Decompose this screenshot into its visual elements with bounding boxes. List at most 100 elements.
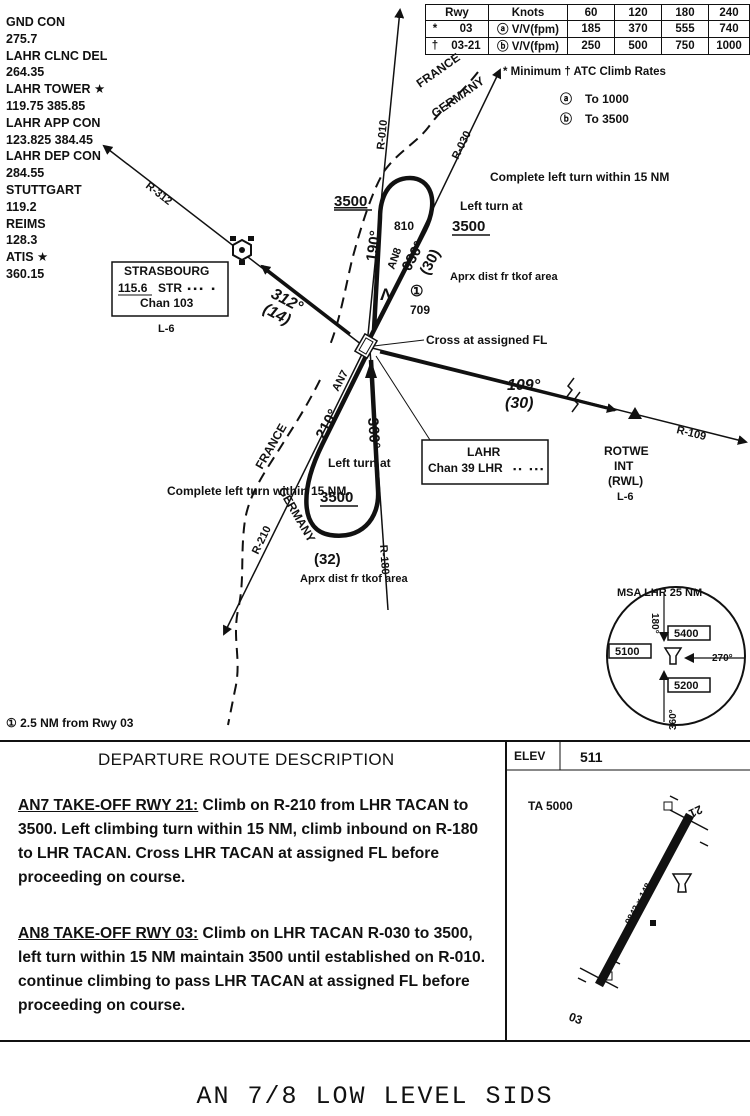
msa-bearing-270: 270°: [712, 653, 733, 664]
taxiway-stub: [577, 795, 709, 983]
an8-aprx-dist: Aprx dist fr tkof area: [450, 271, 558, 283]
rotwe-course: 109°: [507, 377, 541, 394]
row-value: 1000: [708, 37, 750, 55]
rotwe-ident: (RWL): [608, 474, 643, 488]
strasbourg-ident: STR: [158, 281, 182, 295]
an7-description-heading: AN7 TAKE-OFF RWY 21:: [18, 797, 199, 814]
an8-description-heading: AN8 TAKE-OFF RWY 03:: [18, 925, 199, 942]
radial-line-r010: [367, 8, 405, 336]
radial-line-r210: [223, 349, 365, 636]
runway-end-03: 03: [567, 1010, 585, 1028]
chart-footer-title: AN 7/8 LOW LEVEL SIDS: [196, 1082, 554, 1111]
freq-name: LAHR APP CON: [6, 115, 101, 130]
msa-tacan-symbol: [663, 647, 683, 665]
runway-strip: [595, 812, 694, 988]
route-break-mark: [571, 391, 581, 413]
legend-mark-b: ⓑ: [560, 111, 572, 126]
lahr-chan: Chan 39 LHR: [428, 461, 503, 475]
freq-value: 360.15: [6, 266, 45, 281]
an7-return-course: 360°: [364, 417, 383, 449]
freq-value: 123.825 384.45: [6, 132, 93, 147]
airport-tacan-symbol: [671, 873, 693, 893]
description-title: DEPARTURE ROUTE DESCRIPTION: [98, 750, 395, 769]
an7-distance: (32): [314, 551, 341, 568]
cross-note: Cross at assigned FL: [426, 333, 547, 347]
freq-value: 119.2: [6, 199, 37, 214]
runway-end-21: 21: [686, 802, 704, 820]
freq-name: LAHR CLNC DEL: [6, 48, 108, 63]
transition-altitude: TA 5000: [528, 799, 573, 813]
rotwe-intersection-symbol: [628, 407, 642, 419]
strasbourg-morse: ▪▪▪ ▪: [186, 285, 216, 296]
an8-left-turn-note: Left turn at: [460, 199, 523, 213]
route-to-strasbourg: [260, 264, 351, 336]
climb-table-row: * 03 ⓐ V/V(fpm) 185 370 555 740: [425, 20, 750, 38]
freq-name: GND CON: [6, 15, 66, 29]
row-value: 740: [708, 20, 750, 38]
freq-value: 119.75 385.85: [6, 98, 86, 113]
msa-altitude-south: 5200: [674, 680, 698, 692]
an8-obstacle-symbol: Λ: [380, 285, 392, 304]
freq-value: 275.7: [6, 31, 38, 46]
climb-table-header: Rwy Knots 60 120 180 240: [425, 4, 750, 21]
an8-elevation: 810: [394, 219, 414, 233]
rotwe-chart: L-6: [617, 491, 634, 503]
freq-name: LAHR DEP CON: [6, 149, 101, 164]
radial-label-r180: R-180: [377, 544, 391, 575]
route-to-rotwe: [379, 350, 617, 413]
route-break-mark: [565, 377, 575, 399]
border-label-france-top: FRANCE: [414, 50, 463, 90]
strasbourg-chart: L-6: [158, 323, 175, 335]
strasbourg-name: STRASBOURG: [124, 264, 209, 278]
row-mark: †: [425, 37, 444, 55]
strasbourg-info-box: STRASBOURG 115.6 STR ▪▪▪ ▪ Chan 103: [111, 261, 229, 317]
legend-text-a: To 1000: [585, 92, 629, 106]
freq-name: REIMS: [6, 216, 46, 231]
lahr-name: LAHR: [467, 445, 501, 459]
frequency-list: GND CON 275.7 LAHR CLNC DEL 264.35 LAHR …: [6, 14, 136, 283]
an7-turn-altitude: 3500: [320, 489, 353, 506]
runway-threshold-line: [669, 809, 709, 831]
freq-value: 264.35: [6, 65, 45, 80]
freq-value: 284.55: [6, 166, 45, 181]
strasbourg-freq: 115.6: [118, 281, 148, 295]
freq-name: STUTTGART: [6, 182, 82, 197]
an7-description: AN7 TAKE-OFF RWY 21: Climb on R-210 from…: [18, 794, 488, 890]
border-line-south: [227, 379, 321, 726]
radial-label-r109: R-109: [675, 424, 707, 443]
row-type: ⓐ V/V(fpm): [488, 20, 568, 38]
airport-building: [650, 920, 656, 926]
radial-label-r010: R-010: [375, 119, 390, 150]
rotwe-name: ROTWE: [604, 444, 649, 458]
an8-description-text: Climb on LHR TACAN R-030 to 3500, left t…: [18, 925, 486, 1014]
elev-value: 511: [580, 749, 603, 765]
an7-left-turn-note: Left turn at: [328, 456, 391, 470]
climb-rate-table: Rwy Knots 60 120 180 240 * 03 ⓐ V/V(fpm)…: [425, 4, 750, 55]
freq-value: 128.3: [6, 233, 38, 248]
an8-return-course: 190°: [363, 229, 384, 262]
row-type: ⓑ V/V(fpm): [488, 37, 568, 55]
an7-route: [304, 355, 381, 539]
row-value: 500: [614, 37, 662, 55]
msa-altitude-north: 5400: [674, 628, 698, 640]
an7-complete-turn-note: Complete left turn within 15 NM.: [167, 484, 350, 498]
lahr-tacan-symbol: [353, 332, 379, 360]
header-240: 240: [708, 4, 750, 21]
lahr-leader: [375, 355, 431, 441]
strasbourg-vortac-symbol: [230, 236, 254, 265]
strasbourg-chan: Chan 103: [140, 296, 194, 310]
lahr-morse: ▪▪ ▪▪▪: [512, 465, 544, 475]
row-value: 185: [567, 20, 615, 38]
freq-name: LAHR TOWER ★: [6, 82, 106, 97]
cross-note-leader: [373, 339, 425, 347]
an8-route: [367, 175, 435, 340]
climb-table-row: † 03-21 ⓑ V/V(fpm) 250 500 750 1000: [425, 37, 750, 55]
an7-aprx-dist: Aprx dist fr tkof area: [300, 573, 408, 585]
legend-text-b: To 3500: [585, 112, 629, 126]
freq-name: ATIS ★: [6, 250, 49, 265]
msa-title: MSA LHR 25 NM: [617, 587, 702, 599]
msa-bearing-360: 360°: [668, 709, 679, 730]
legend-mark-a: ⓐ: [560, 91, 572, 106]
runway-diagram: 9842 × 148 21 03: [567, 795, 709, 1028]
climb-table-note: * Minimum † ATC Climb Rates: [503, 66, 666, 78]
